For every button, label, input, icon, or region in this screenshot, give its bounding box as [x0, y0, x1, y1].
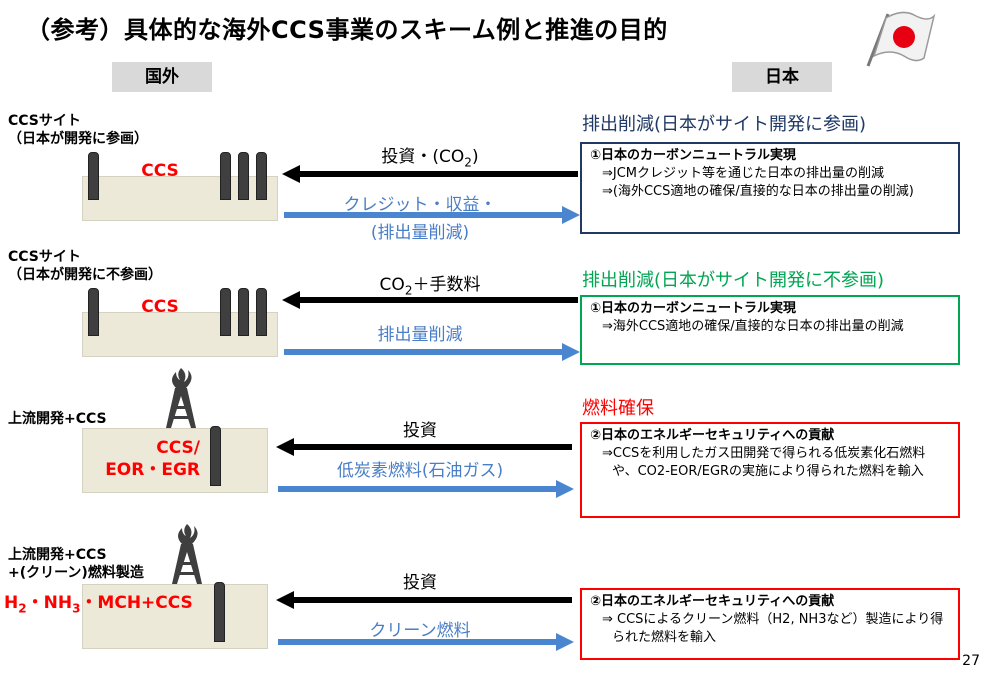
- black-arrow: [276, 591, 572, 609]
- black-arrow-label: 投資: [403, 421, 437, 441]
- blue-arrow-label: 低炭素燃料(石油ガス): [336, 461, 504, 481]
- blue-arrow: [278, 480, 574, 498]
- well-icon: [256, 152, 267, 200]
- site-label: 上流開発+CCS: [8, 411, 107, 427]
- category-label: 燃料確保: [582, 398, 654, 419]
- purpose-box: ②日本のエネルギーセキュリティへの貢献 ⇒ CCSによるクリーン燃料（H2, N…: [580, 588, 960, 660]
- page-title: （参考）具体的な海外CCS事業のスキーム例と推進の目的: [26, 16, 668, 44]
- blue-arrow: [284, 343, 580, 361]
- oil-rig-icon: [172, 524, 202, 584]
- site-label: CCSサイト （日本が開発に参画）: [8, 113, 148, 147]
- blue-arrow: [278, 633, 574, 651]
- well-icon: [88, 288, 99, 336]
- oil-rig-icon: [166, 368, 196, 428]
- ground-label: CCS: [141, 161, 179, 181]
- well-icon: [88, 152, 99, 200]
- well-icon: [220, 152, 231, 200]
- ground-label: CCS: [141, 297, 179, 317]
- black-arrow-label: CO2＋手数料: [379, 275, 481, 298]
- well-icon: [238, 152, 249, 200]
- black-arrow: [276, 438, 572, 456]
- header-japan: 日本: [732, 62, 832, 92]
- well-icon: [238, 288, 249, 336]
- japan-flag-icon: [866, 11, 936, 67]
- black-arrow: [282, 165, 578, 183]
- page-number: 27: [962, 653, 980, 669]
- blue-arrow: [284, 206, 580, 224]
- blue-arrow-label: クリーン燃料: [369, 621, 471, 641]
- ground-label: CCS/ EOR・EGR: [105, 438, 200, 480]
- blue-arrow-label: クレジット・収益・: [343, 195, 497, 215]
- category-label: 排出削減(日本がサイト開発に参画): [582, 114, 867, 135]
- black-arrow-label: 投資: [403, 573, 437, 593]
- header-overseas: 国外: [112, 62, 212, 92]
- purpose-box: ②日本のエネルギーセキュリティへの貢献 ⇒CCSを利用したガス田開発で得られる低…: [580, 422, 960, 518]
- purpose-box: ①日本のカーボンニュートラル実現 ⇒海外CCS適地の確保/直接的な日本の排出量の…: [580, 295, 960, 365]
- well-icon: [210, 426, 221, 486]
- black-arrow-label: 投資・(CO2): [381, 147, 479, 170]
- ground-label: H2・NH3・MCH+CCS: [4, 593, 193, 616]
- well-icon: [256, 288, 267, 336]
- category-label: 排出削減(日本がサイト開発に不参画): [582, 270, 885, 291]
- site-label: 上流開発+CCS +(クリーン)燃料製造: [8, 547, 144, 581]
- well-icon: [220, 288, 231, 336]
- purpose-box: ①日本のカーボンニュートラル実現 ⇒JCMクレジット等を通じた日本の排出量の削減…: [580, 142, 960, 234]
- site-label: CCSサイト （日本が開発に不参画）: [8, 249, 162, 283]
- site-ground: [82, 428, 268, 493]
- well-icon: [214, 582, 225, 642]
- blue-arrow-label: 排出量削減: [377, 325, 463, 345]
- black-arrow: [282, 291, 578, 309]
- site-ground: [82, 584, 268, 649]
- blue-arrow-label-2: (排出量削減): [370, 223, 470, 243]
